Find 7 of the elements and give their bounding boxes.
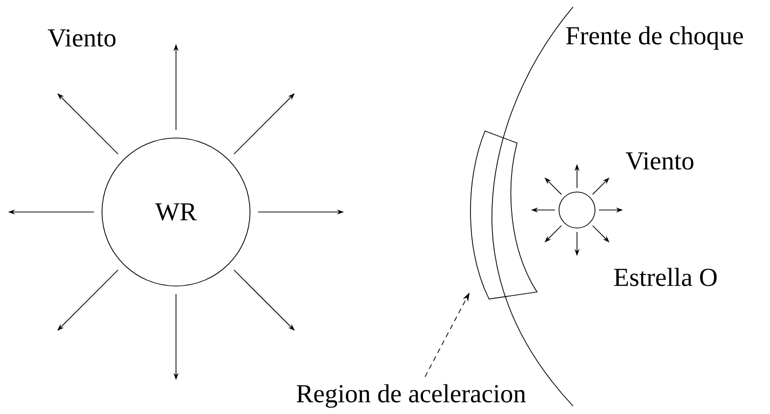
wind-label: Viento	[626, 152, 694, 170]
region-caption: Region de aceleracion	[296, 384, 526, 408]
acceleration-region-band	[470, 130, 538, 300]
star-label: Estrella O	[614, 268, 717, 286]
wind-label: Viento	[48, 29, 116, 47]
wind-label: Frente de choque	[566, 26, 743, 50]
star-circle	[558, 192, 596, 228]
